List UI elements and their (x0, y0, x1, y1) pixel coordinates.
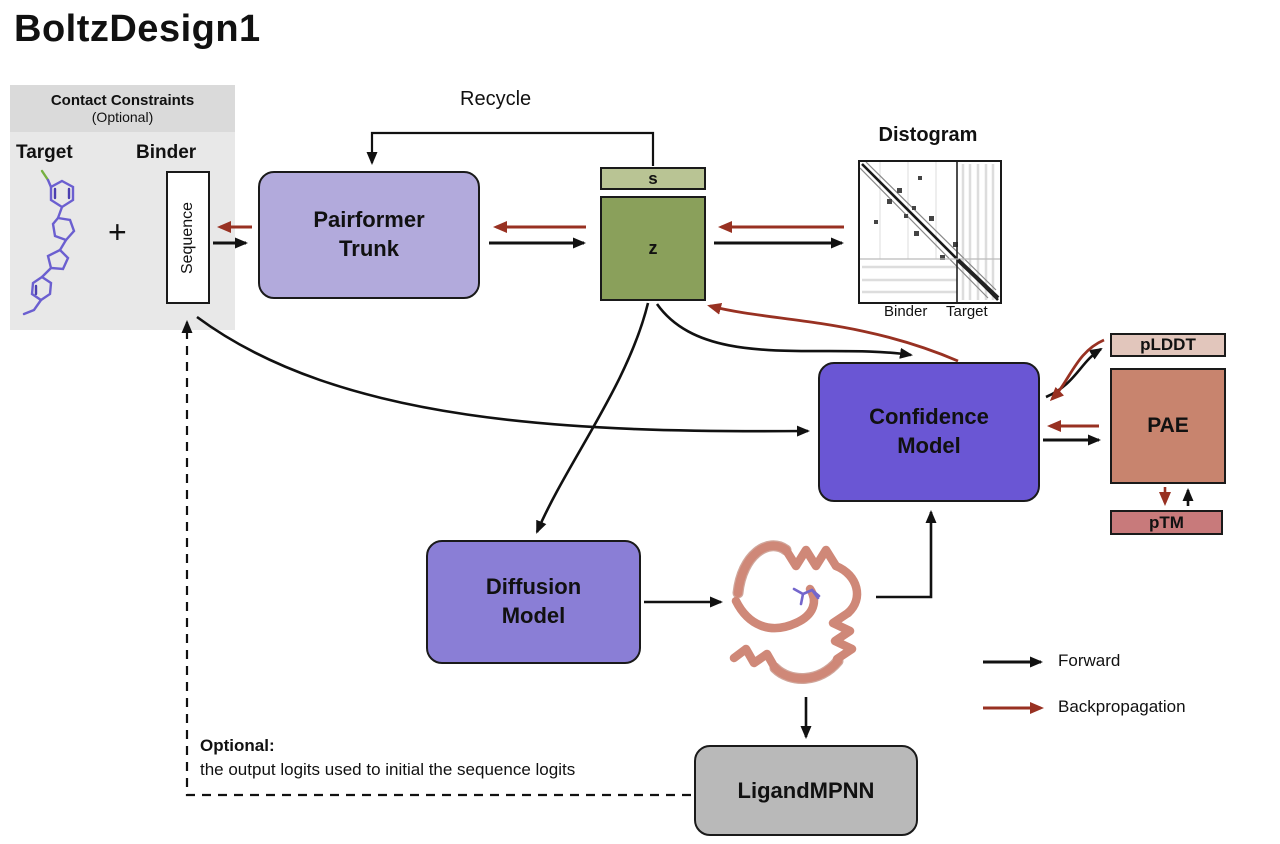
z-representation-node: z (600, 196, 706, 301)
recycle-label: Recycle (460, 88, 532, 110)
ptm-node: pTM (1110, 510, 1223, 535)
ligandmpnn-node: LigandMPNN (694, 745, 918, 836)
plus-sign: + (108, 214, 127, 250)
sequence-input-box: Sequence (166, 171, 210, 304)
binder-label: Binder (136, 142, 197, 163)
distogram-target-label: Target (946, 303, 988, 320)
optional-note-heading: Optional: (200, 736, 275, 755)
confidence-model-node: Confidence Model (818, 362, 1040, 502)
distogram-matrix-image (858, 160, 1002, 304)
protein-structure-image (729, 540, 862, 684)
arrow-recycle (366, 131, 655, 166)
distogram-binder-label: Binder (884, 303, 928, 320)
contact-constraints-header: Contact Constraints (Optional) (10, 85, 235, 132)
plddt-node: pLDDT (1110, 333, 1226, 357)
legend-backprop-label: Backpropagation (1058, 697, 1186, 716)
ligand-molecule-image (22, 169, 76, 316)
sequence-label: Sequence (179, 201, 196, 274)
arrow-forward-z-to-diffusion (535, 302, 650, 534)
arrow-forward-confidence-to-plddt (1045, 347, 1103, 399)
distogram-title: Distogram (878, 124, 978, 146)
diffusion-model-node: Diffusion Model (426, 540, 641, 664)
contact-constraints-title: Contact Constraints (50, 92, 195, 109)
page-title: BoltzDesign1 (14, 8, 261, 50)
target-label: Target (16, 142, 73, 163)
legend-forward-label: Forward (1058, 651, 1121, 670)
s-representation-node: s (600, 167, 706, 190)
pairformer-trunk-node: Pairformer Trunk (258, 171, 480, 299)
optional-note-body: the output logits used to initial the se… (200, 760, 576, 779)
arrow-back-plddt-to-confidence (1049, 338, 1105, 402)
pae-node: PAE (1110, 368, 1226, 484)
arrow-forward-z-to-confidence (655, 303, 913, 359)
contact-constraints-subtitle: (Optional) (91, 109, 154, 125)
arrow-forward-sequence-to-confidence (196, 315, 810, 437)
